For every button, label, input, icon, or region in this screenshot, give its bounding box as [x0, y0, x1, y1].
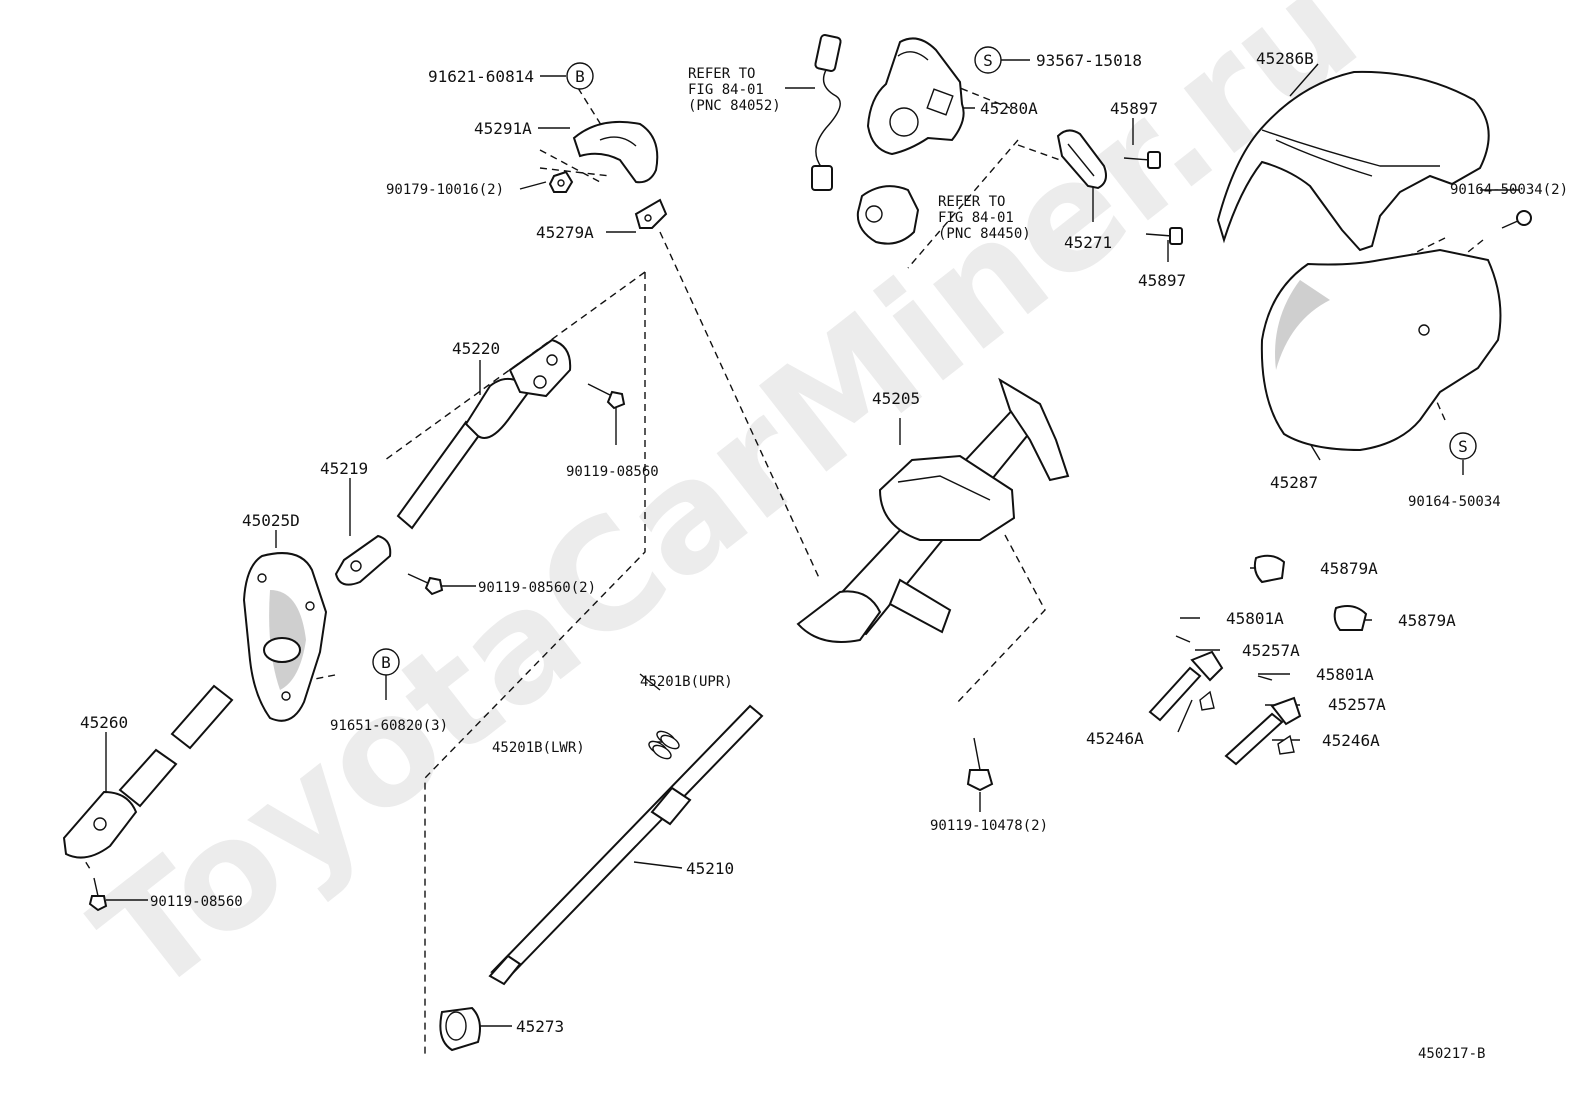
part-90119-bolt-d	[966, 737, 994, 792]
label-45279a: 45279A	[536, 223, 594, 242]
label-45257a-a: 45257A	[1242, 641, 1300, 660]
part-45201b-spring-upper	[656, 730, 680, 750]
label-45879a-a: 45879A	[1320, 559, 1378, 578]
label-45897-upper: 45897	[1110, 99, 1158, 118]
part-90119-bolt-b	[407, 573, 444, 596]
part-45205-column-assembly	[796, 377, 1070, 643]
part-45879a-block-b	[1333, 605, 1368, 631]
label-refer-84052-line3: (PNC 84052)	[688, 98, 781, 114]
label-90119-08560-2: 90119-08560(2)	[478, 580, 596, 596]
label-90119-10478: 90119-10478(2)	[930, 818, 1048, 834]
part-45257a-lever-a	[1148, 650, 1224, 722]
label-refer-84450-line3: (PNC 84450)	[938, 226, 1031, 242]
svg-text:S: S	[1458, 437, 1468, 456]
label-90179-10016: 90179-10016(2)	[386, 182, 504, 198]
label-45879a-b: 45879A	[1398, 611, 1456, 630]
part-90164-screw-upper	[1501, 210, 1532, 229]
svg-text:S: S	[983, 51, 993, 70]
part-45279a-bracket	[634, 198, 668, 229]
label-refer-84450-line1: REFER TO	[938, 194, 1005, 210]
part-45287-lower-cover	[1260, 248, 1502, 452]
label-45287: 45287	[1270, 473, 1318, 492]
label-45205: 45205	[872, 389, 920, 408]
label-90164-50034: 90164-50034	[1408, 494, 1501, 510]
part-90179-nut	[548, 170, 574, 193]
label-45220: 45220	[452, 339, 500, 358]
callout-b-lower: B	[372, 648, 400, 676]
part-wire-harness	[811, 34, 842, 191]
label-45246a-b: 45246A	[1322, 731, 1380, 750]
label-45201b-lwr: 45201B(LWR)	[492, 740, 585, 756]
part-45257a-lever-b	[1224, 696, 1302, 766]
label-93567-15018: 93567-15018	[1036, 51, 1142, 70]
svg-text:B: B	[381, 653, 391, 672]
label-45219: 45219	[320, 459, 368, 478]
label-45291a: 45291A	[474, 119, 532, 138]
part-45210-main-shaft	[488, 704, 764, 986]
figure-code: 450217-B	[1418, 1046, 1485, 1062]
part-45286b-upper-cover	[1216, 70, 1490, 252]
label-45246a-a: 45246A	[1086, 729, 1144, 748]
label-45273: 45273	[516, 1017, 564, 1036]
part-45201b-spring-lower	[648, 740, 672, 760]
part-45291a-cover	[572, 120, 659, 184]
label-45210: 45210	[686, 859, 734, 878]
label-45260: 45260	[80, 713, 128, 732]
part-ignition-switch	[856, 185, 920, 245]
label-refer-84052-line1: REFER TO	[688, 66, 755, 82]
callout-s-top: S	[974, 46, 1002, 74]
part-45025d-boot-plate	[242, 552, 328, 722]
label-refer-84052-line2: FIG 84-01	[688, 82, 764, 98]
part-45273-bushing	[439, 1006, 481, 1052]
label-45257a-b: 45257A	[1328, 695, 1386, 714]
part-45897-pin-lower	[1145, 227, 1183, 245]
part-45271-bezel	[1056, 129, 1107, 190]
part-90119-bolt-a	[587, 383, 626, 410]
part-45219-clamp	[334, 534, 392, 586]
part-45801a-pin-a	[1175, 635, 1191, 643]
label-45201b-upr: 45201B(UPR)	[640, 674, 733, 690]
part-45280a-lock-housing	[866, 37, 965, 156]
part-45260-universal-joint	[62, 684, 234, 859]
label-90119-08560-c: 90119-08560	[150, 894, 243, 910]
part-90119-bolt-c	[88, 877, 108, 912]
label-90119-08560-a: 90119-08560	[566, 464, 659, 480]
label-45801a-a: 45801A	[1226, 609, 1284, 628]
part-45220-intermediate-shaft	[396, 338, 572, 530]
svg-text:B: B	[575, 67, 585, 86]
callout-b-top: B	[566, 62, 594, 90]
callout-s-right: S	[1449, 432, 1477, 460]
label-91621-60814: 91621-60814	[428, 67, 534, 86]
label-refer-84450-line2: FIG 84-01	[938, 210, 1014, 226]
label-45271: 45271	[1064, 233, 1112, 252]
label-45897-lower: 45897	[1138, 271, 1186, 290]
part-45801a-pin-b	[1257, 675, 1273, 681]
label-45280a: 45280A	[980, 99, 1038, 118]
part-labels: 91621-60814 45291A 90179-10016(2) 45279A…	[80, 49, 1568, 1062]
part-45879a-block-a	[1253, 554, 1286, 584]
label-91651-60820: 91651-60820(3)	[330, 718, 448, 734]
label-45286b: 45286B	[1256, 49, 1314, 68]
label-45801a-b: 45801A	[1316, 665, 1374, 684]
label-45025d: 45025D	[242, 511, 300, 530]
label-90164-50034-2: 90164-50034(2)	[1450, 182, 1568, 198]
part-45897-pin-upper	[1123, 151, 1161, 169]
